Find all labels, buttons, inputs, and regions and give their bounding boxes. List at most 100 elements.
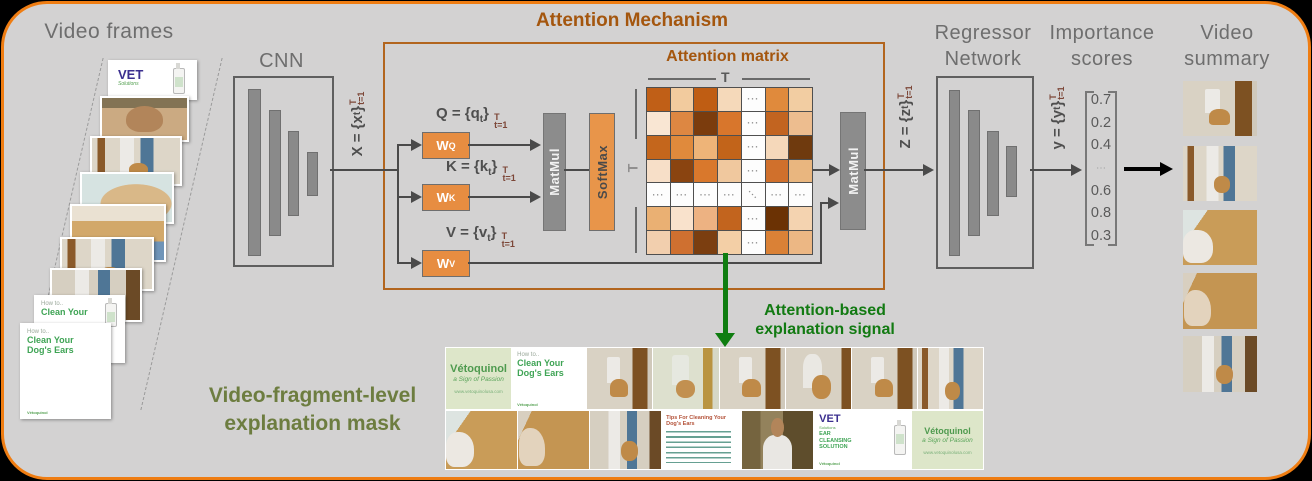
mask-tile-frame: [742, 411, 814, 469]
mask-tile-frame: [719, 348, 785, 409]
vetoquinol-tagline: a Sign of Passion: [453, 376, 504, 383]
connector-line: [468, 144, 530, 146]
regressor-label-line2: Network: [944, 48, 1022, 70]
arrowhead: [411, 257, 422, 269]
vetoquinol-url: www.vetoquinolusa.com: [923, 449, 972, 455]
regressor-box: [936, 76, 1034, 269]
matrix-cell: [694, 207, 718, 231]
matrix-cell: ···: [647, 183, 670, 207]
summary-label-line2: summary: [1184, 48, 1270, 70]
howto-line2: Dog's Ears: [27, 344, 74, 355]
connector-line: [1124, 167, 1162, 171]
mask-strip-row1: Vétoquinol a Sign of Passion www.vetoqui…: [445, 347, 984, 410]
matrix-cell: [765, 135, 789, 159]
tips-text-lines: [666, 431, 732, 463]
vetoquinol-url: www.vetoquinolusa.com: [454, 389, 503, 394]
howto-kicker: How to..: [41, 301, 64, 307]
cnn-box: [233, 76, 334, 267]
explanation-arrowhead: [715, 333, 735, 347]
matrix-cell: [718, 111, 741, 135]
howto-kicker: How to..: [517, 352, 540, 358]
matrix-cell: [765, 111, 789, 135]
matrix-cell: ···: [741, 135, 765, 159]
matrix-cell: [694, 159, 718, 183]
howto-line1: Clean Your: [27, 335, 74, 345]
cnn-label: CNN: [259, 50, 304, 72]
importance-score: ⋯: [1096, 162, 1106, 174]
matrix-cell: ···: [718, 183, 741, 207]
t-top-label: T: [721, 69, 730, 85]
arrowhead: [828, 197, 839, 209]
summary-thumbnail: [1183, 273, 1257, 329]
matrix-cell: [647, 111, 670, 135]
vet-sub-text: Solutions: [118, 81, 139, 87]
mask-tile-vetoquinol-card: Vétoquinol a Sign of Passion www.vetoqui…: [446, 348, 512, 409]
regressor-layer-bar: [968, 110, 980, 236]
mask-tile-frame: [851, 348, 917, 409]
matrix-cell: [718, 88, 741, 111]
attention-matrix-grid: ·······································: [646, 87, 813, 255]
summary-label-line1: Video: [1200, 22, 1254, 44]
matrix-cell: [789, 111, 812, 135]
importance-score: 0.3: [1090, 227, 1112, 244]
importance-score: 0.8: [1090, 205, 1112, 222]
mask-tile-frame: [587, 348, 653, 409]
matrix-cell: ···: [741, 111, 765, 135]
cnn-layer-bar: [269, 110, 281, 236]
mask-tile-frame: [590, 411, 662, 469]
arrowhead: [530, 139, 541, 151]
matrix-cell: [694, 88, 718, 111]
matrix-cell: ···: [765, 183, 789, 207]
matrix-cell: [789, 135, 812, 159]
connector-line: [397, 144, 399, 264]
mask-tile-frame: [446, 411, 518, 469]
matrix-cell: [789, 207, 812, 231]
product-footer: Vétoquinol: [819, 461, 840, 466]
matrix-cell: [694, 135, 718, 159]
howto-line1: Clean Your: [41, 307, 88, 317]
matrix-cell: ···: [741, 88, 765, 111]
summary-thumbnail: [1183, 81, 1257, 136]
matrix-cell: [670, 207, 694, 231]
matmul-block: MatMul: [840, 112, 866, 230]
matrix-cell: [694, 111, 718, 135]
mask-tile-frame: [917, 348, 983, 409]
arrowhead: [1071, 164, 1082, 176]
tips-title: Tips For Cleaning Your Dog's Ears: [666, 415, 726, 427]
regressor-layer-bar: [949, 90, 960, 256]
connector-line: [398, 144, 412, 146]
mask-tile-frame-arrow-target: [653, 348, 719, 409]
matrix-cell: ···: [670, 183, 694, 207]
matrix-cell: [670, 135, 694, 159]
matrix-cell: [765, 88, 789, 111]
connector-line: [468, 262, 822, 264]
importance-score: 0.2: [1090, 114, 1112, 131]
bottle-icon: [173, 63, 185, 94]
t-bracket-segment: [635, 207, 637, 253]
video-frames-label: Video frames: [44, 20, 174, 43]
mask-tile-vetoquinol-card: Vétoquinol a Sign of Passion www.vetoqui…: [911, 411, 983, 469]
vet-brand-text: VET: [819, 413, 841, 425]
mask-strip-row2: Tips For Cleaning Your Dog's Ears VET So…: [445, 410, 984, 470]
connector-line: [812, 169, 830, 171]
attention-matrix-title: Attention matrix: [666, 48, 789, 65]
matrix-cell: [718, 135, 741, 159]
connector-line: [1030, 169, 1072, 171]
importance-score: 0.4: [1090, 137, 1112, 154]
matrix-cell: [765, 231, 789, 254]
matrix-cell: [670, 88, 694, 111]
matrix-cell: ···: [741, 183, 765, 207]
softmax-block: SoftMax: [589, 113, 615, 231]
importance-label-line1: Importance: [1049, 22, 1155, 44]
